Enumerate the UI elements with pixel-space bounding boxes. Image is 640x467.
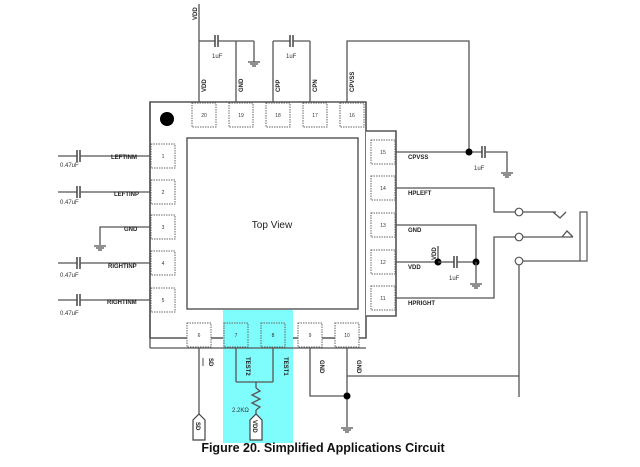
svg-text:9: 9 xyxy=(309,333,312,339)
svg-text:6: 6 xyxy=(198,333,201,339)
sd-port-icon xyxy=(192,413,206,441)
figure-caption: Figure 20. Simplified Applications Circu… xyxy=(201,441,445,455)
vdd-right-label: VDD xyxy=(432,247,438,260)
vdd-top-label: VDD xyxy=(193,7,199,20)
pad-12-r: 12 xyxy=(370,249,396,275)
pad-16: 16 xyxy=(339,102,365,128)
pin3-label: GND xyxy=(124,227,138,233)
vdd-port-label: VDD xyxy=(251,420,257,433)
svg-text:15: 15 xyxy=(380,150,386,156)
pin5-label: RIGHTINM xyxy=(107,300,137,306)
pad-5: 5 xyxy=(150,287,176,313)
pin12-label: VDD xyxy=(408,265,421,271)
pin7-label: TEST2 xyxy=(244,357,250,376)
top-view-label: Top View xyxy=(252,220,293,231)
die xyxy=(186,137,359,310)
pad-10: 10 xyxy=(334,322,360,348)
pin6-label: SD xyxy=(207,358,213,367)
resistor-icon xyxy=(250,387,262,411)
pad-8: 8 xyxy=(260,322,286,348)
pad-1: 1 xyxy=(150,143,176,169)
pad-20: 20 xyxy=(191,102,217,128)
pad-3: 3 xyxy=(150,214,176,240)
svg-text:19: 19 xyxy=(238,113,244,119)
svg-text:11: 11 xyxy=(380,296,385,302)
pin2-label: LEFTINP xyxy=(114,192,139,198)
vdd-port-icon xyxy=(249,413,263,441)
pin9-label: GND xyxy=(318,360,324,374)
wire-cpvss-gnd xyxy=(485,151,508,172)
svg-text:7: 7 xyxy=(235,333,238,339)
ground-icon xyxy=(248,61,260,67)
wire-gnd-pin3 xyxy=(99,226,150,245)
pad-11-r: 11 xyxy=(370,285,396,311)
svg-text:1: 1 xyxy=(162,154,165,160)
pin16-label: CPVSS xyxy=(350,72,356,92)
pad-18: 18 xyxy=(265,102,291,128)
pad-4: 4 xyxy=(150,250,176,276)
pin20-label: VDD xyxy=(202,79,208,92)
wire-gnd-pin9 xyxy=(309,348,347,397)
pad-6: 6 xyxy=(186,322,212,348)
svg-text:13: 13 xyxy=(380,223,386,229)
pin17-label: CPN xyxy=(313,79,319,92)
ground-icon xyxy=(470,283,482,289)
pin11-label: HPRIGHT xyxy=(408,301,435,307)
wire-hpright xyxy=(396,236,515,299)
headphone-jack-icon xyxy=(514,207,588,397)
junction-dot xyxy=(343,392,351,400)
pad-15-r: 15 xyxy=(370,139,396,165)
ground-icon xyxy=(501,172,513,178)
pad-9: 9 xyxy=(297,322,323,348)
svg-text:3: 3 xyxy=(162,225,165,231)
pad-7: 7 xyxy=(223,322,249,348)
cap-leftinp-value: 0.47uF xyxy=(60,200,79,206)
wire-cpvss-loop xyxy=(346,40,470,152)
pad-17: 17 xyxy=(302,102,328,128)
cap-vdd-right-value: 1uF xyxy=(449,276,460,282)
cap-leftinm-value: 0.47uF xyxy=(60,163,79,169)
svg-text:2: 2 xyxy=(162,190,165,196)
pad-19: 19 xyxy=(228,102,254,128)
svg-text:18: 18 xyxy=(275,113,281,119)
sd-port-label: SD xyxy=(194,422,200,431)
pad-2: 2 xyxy=(150,179,176,205)
pin13-label: GND xyxy=(408,228,422,234)
cap-rightinp-value: 0.47uF xyxy=(60,273,79,279)
svg-text:10: 10 xyxy=(344,333,350,339)
wire-gnd-pin13 xyxy=(396,224,477,262)
svg-text:14: 14 xyxy=(380,186,386,192)
pin19-label: GND xyxy=(239,78,245,92)
pin8-label: TEST1 xyxy=(282,357,288,376)
pin1-marker xyxy=(160,112,174,126)
svg-text:5: 5 xyxy=(162,298,165,304)
cap-cpvss-value: 1uF xyxy=(474,166,485,172)
resistor-value: 2.2KΩ xyxy=(232,408,249,414)
junction-dot xyxy=(465,148,473,156)
cap-flying-value: 1uF xyxy=(286,54,297,60)
pin15-label: CPVSS xyxy=(408,155,428,161)
pin10-label: GND xyxy=(355,360,361,374)
pin1-label: LEFTINM xyxy=(111,155,137,161)
pad-14-r: 14 xyxy=(370,175,396,201)
svg-text:16: 16 xyxy=(349,113,355,119)
pin14-label: HPLEFT xyxy=(408,191,432,197)
pin4-label: RIGHTINP xyxy=(108,264,137,270)
svg-text:17: 17 xyxy=(312,113,318,119)
svg-text:4: 4 xyxy=(162,261,165,267)
pin18-label: CPP xyxy=(276,80,282,92)
cap-rightinm-value: 0.47uF xyxy=(60,311,79,317)
ground-icon xyxy=(94,245,106,251)
cap-vdd-top-value: 1uF xyxy=(212,54,223,60)
ground-icon xyxy=(341,427,353,433)
svg-text:20: 20 xyxy=(201,113,207,119)
svg-text:12: 12 xyxy=(380,260,386,266)
pad-13-r: 13 xyxy=(370,212,396,238)
wire-hpleft xyxy=(396,187,515,213)
svg-text:8: 8 xyxy=(272,333,275,339)
